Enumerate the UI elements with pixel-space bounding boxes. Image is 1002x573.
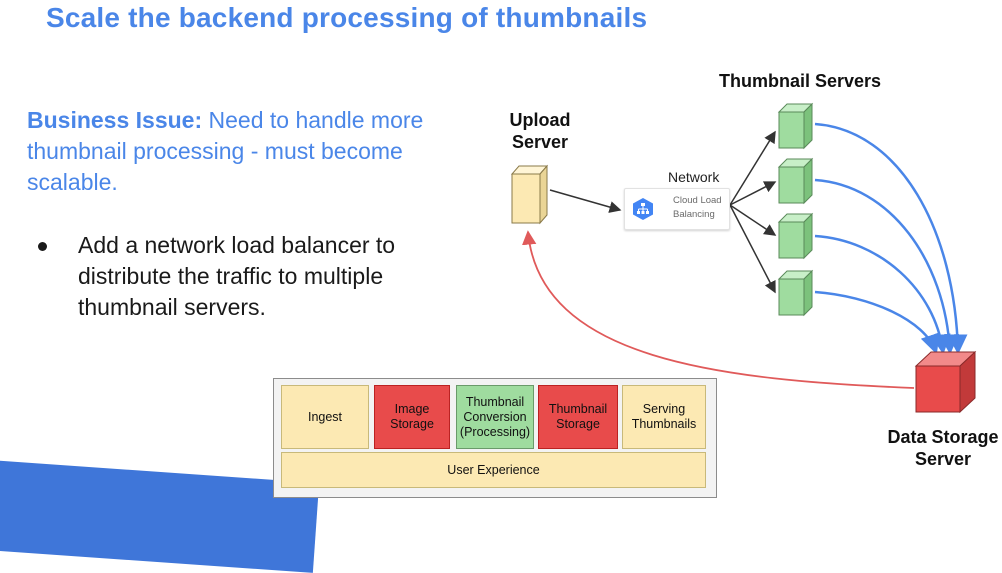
arrow-thumb-1-to-storage: [814, 122, 968, 355]
load-balancer-icon: [633, 198, 653, 220]
arrow-lb-to-thumb-1: [729, 130, 776, 206]
business-issue-label: Business Issue:: [27, 107, 203, 133]
thumbnail-server-3: [777, 212, 814, 260]
data-storage-server-label: Data Storage Server: [887, 427, 999, 469]
stage-thumbnail-storage: Thumbnail Storage: [538, 385, 618, 449]
arrow-lb-to-thumb-3: [729, 204, 777, 236]
arrow-thumb-4-to-storage: [814, 290, 940, 355]
lb-name-line2: Balancing: [673, 209, 715, 220]
arrow-storage-to-upload: [522, 230, 915, 389]
upload-server-label: Upload Server: [509, 110, 571, 152]
cloud-load-balancing-card: Cloud Load Balancing: [624, 188, 730, 230]
thumbnail-server-4: [777, 269, 814, 317]
business-issue: Business Issue: Need to handle more thum…: [27, 105, 427, 198]
processing-pipeline: Ingest Image Storage Thumbnail Conversio…: [273, 378, 717, 498]
arrow-lb-to-thumb-2: [729, 181, 777, 206]
arrow-thumb-3-to-storage: [814, 234, 951, 355]
stage-thumbnail-conversion: Thumbnail Conversion (Processing): [456, 385, 534, 449]
thumbnail-servers-label: Thumbnail Servers: [718, 71, 882, 91]
stage-user-experience: User Experience: [281, 452, 706, 488]
bullet-text: Add a network load balancer to distribut…: [78, 232, 396, 320]
slide-title: Scale the backend processing of thumbnai…: [46, 2, 648, 33]
upload-server-box: [510, 164, 549, 225]
data-storage-server-box: [914, 350, 977, 414]
thumbnail-server-1: [777, 102, 814, 150]
arrow-lb-to-thumb-4: [729, 204, 776, 294]
stage-serving-thumbnails: Serving Thumbnails: [622, 385, 706, 449]
bullet-dot-icon: [38, 242, 47, 251]
thumbnail-server-2: [777, 157, 814, 205]
stage-image-storage: Image Storage: [374, 385, 450, 449]
stage-ingest: Ingest: [281, 385, 369, 449]
lb-name-line1: Cloud Load: [673, 195, 722, 206]
arrow-upload-to-lb: [549, 189, 622, 213]
arrow-thumb-2-to-storage: [814, 178, 960, 355]
network-label: Network: [668, 169, 720, 185]
business-issue-text: Need to handle more thumbnail processing…: [27, 107, 424, 195]
